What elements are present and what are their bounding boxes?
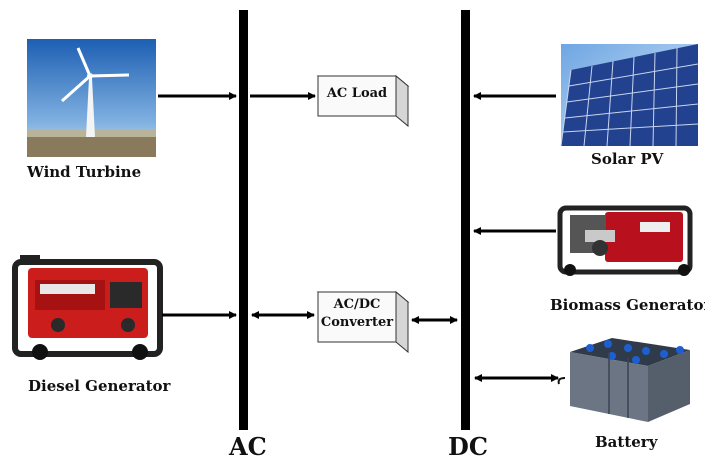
converter-box — [316, 290, 410, 354]
dc-bus-label: DC — [448, 432, 488, 461]
diesel-generator-image — [12, 255, 163, 360]
dc-bus — [461, 10, 470, 430]
battery-label: Battery — [595, 433, 658, 451]
ac-load-label: AC Load — [326, 86, 388, 101]
solar-pv-image — [560, 44, 699, 147]
biomass-generator-label: Biomass Generator — [550, 296, 705, 314]
solar-pv-label: Solar PV — [591, 150, 664, 168]
biomass-generator-image — [557, 205, 693, 276]
ac-load-box — [316, 74, 410, 128]
converter-label-line1: AC/DC — [333, 297, 381, 312]
converter-label-line2: Converter — [320, 315, 394, 330]
diesel-generator-label: Diesel Generator — [28, 377, 171, 395]
ac-bus-label: AC — [229, 432, 267, 461]
wind-turbine-label: Wind Turbine — [27, 163, 142, 181]
battery-image — [557, 338, 690, 422]
wind-turbine-image — [27, 39, 156, 157]
ac-bus — [239, 10, 248, 430]
